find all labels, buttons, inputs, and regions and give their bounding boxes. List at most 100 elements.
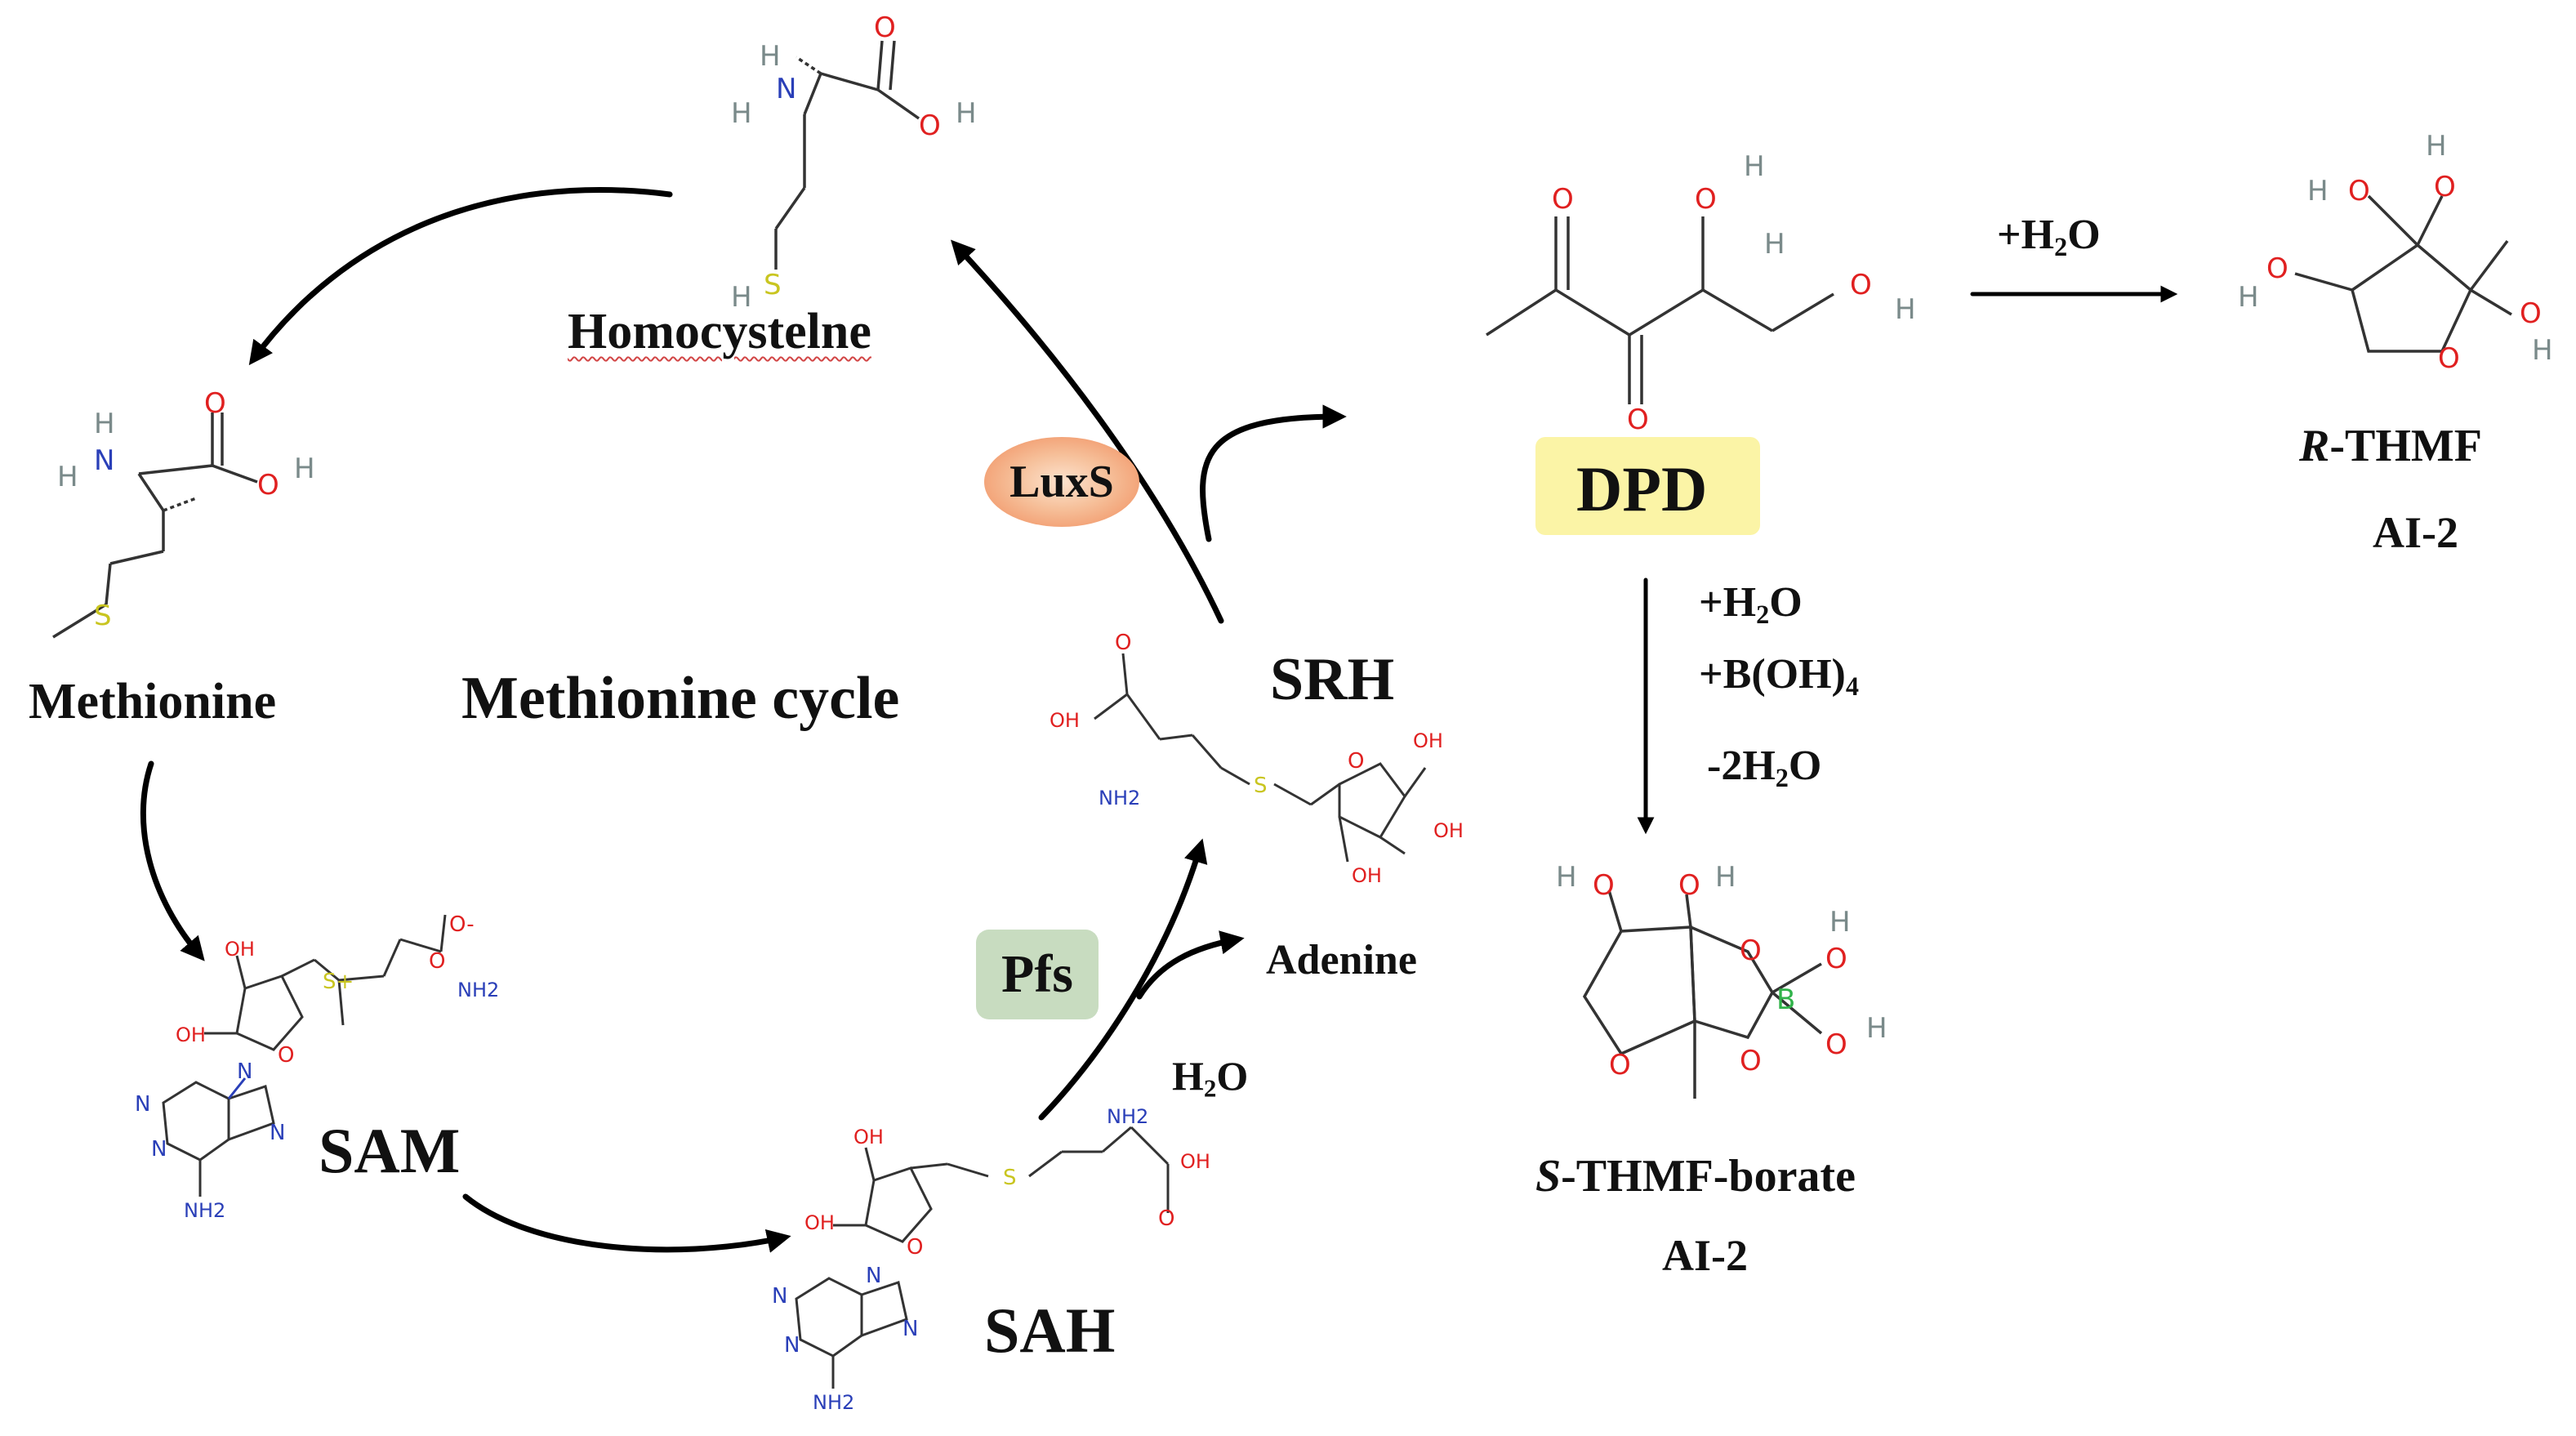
dpd-structure (1486, 216, 1834, 404)
sam-n3: N (135, 1092, 150, 1117)
sam-o-ring: O (278, 1043, 294, 1068)
sah-nh2-base: NH2 (813, 1391, 854, 1414)
r-thmf-o2: O (2434, 171, 2456, 203)
dpd-h3: H (1895, 293, 1916, 326)
sah-structure (795, 1126, 1170, 1389)
srh-label: SRH (1270, 646, 1395, 713)
r-thmf-structure (2294, 194, 2512, 353)
homocysteine-o2: O (919, 109, 941, 142)
arrow-homocysteine-to-methionine (248, 187, 673, 366)
reagent-dpd-to-rthmf: +H2O (1997, 212, 2101, 262)
homocysteine-h3: H (956, 97, 977, 130)
homocysteine-h2: H (731, 97, 752, 130)
luxs-badge (984, 437, 1139, 527)
homocysteine-o1: O (874, 11, 896, 44)
dpd-arrows (1637, 285, 2178, 835)
sam-nh2: NH2 (457, 979, 499, 1001)
reagent-minus-water: -2H2O (1707, 743, 1822, 793)
sah-o-acid: O (1158, 1206, 1174, 1231)
methionine-o1: O (204, 387, 226, 420)
dpd-h1: H (1744, 150, 1765, 183)
srh-s: S (1254, 774, 1268, 798)
sah-o-ring: O (907, 1235, 923, 1260)
sah-oh1: OH (853, 1126, 884, 1148)
adenine-label: Adenine (1266, 937, 1417, 983)
borate-o4: O (1740, 1045, 1762, 1077)
srh-oh1: OH (1413, 729, 1443, 752)
borate-o3: O (1740, 934, 1762, 967)
borate-b: B (1776, 983, 1795, 1016)
sam-n4: N (151, 1137, 167, 1162)
dpd-label: DPD (1576, 453, 1708, 524)
sah-label: SAH (984, 1295, 1116, 1366)
dpd-o4: O (1850, 269, 1872, 301)
dpd-highlight (1535, 437, 1760, 535)
borate-h3: H (1829, 906, 1851, 939)
methionine-label: Methionine (29, 674, 277, 729)
r-thmf-h3: H (2238, 281, 2259, 314)
dpd-o3: O (1695, 183, 1717, 216)
arrow-srh-to-dpd (1200, 404, 1347, 542)
dpd-h2: H (1764, 228, 1785, 261)
arrow-sah-to-srh (1038, 838, 1208, 1121)
r-thmf-label: R-THMF (2299, 421, 2482, 471)
sah-oh-acid: OH (1180, 1150, 1210, 1173)
borate-o2: O (1678, 869, 1700, 902)
borate-h4: H (1866, 1012, 1887, 1045)
arrow-sam-to-sah (462, 1193, 791, 1253)
srh-o-ring: O (1348, 749, 1364, 774)
sam-oh2: OH (176, 1023, 206, 1046)
pfs-badge (976, 930, 1099, 1019)
homocysteine-structure (774, 40, 920, 270)
reagent-plus-borate: +B(OH)4 (1699, 651, 1859, 702)
sah-nh2: NH2 (1107, 1105, 1148, 1128)
srh-oh-acid: OH (1050, 709, 1080, 732)
borate-o7: O (1825, 1028, 1847, 1061)
srh-oh2: OH (1433, 819, 1464, 842)
sam-o1: O (429, 949, 445, 974)
cycle-arrows (140, 187, 1347, 1253)
methionine-structure (52, 413, 258, 639)
arrow-srh-to-homocysteine (950, 239, 1224, 624)
sah-s: S (1003, 1166, 1017, 1190)
borate-h1: H (1556, 861, 1577, 894)
homocysteine-s: S (764, 269, 782, 301)
r-thmf-h2: H (2426, 130, 2447, 163)
s-thmf-borate-label: S-THMF-borate (1535, 1151, 1856, 1202)
methionine-h1: H (94, 408, 115, 440)
methionine-h3: H (294, 453, 315, 485)
srh-nh2: NH2 (1099, 787, 1140, 809)
homocysteine-label: Homocystelne (568, 304, 871, 359)
srh-o1: O (1115, 631, 1131, 655)
borate-o6: O (1825, 943, 1847, 975)
dpd-o2: O (1627, 404, 1649, 436)
r-thmf-h4: H (2532, 334, 2553, 367)
sam-n2: N (270, 1121, 285, 1145)
sam-oh1: OH (225, 938, 255, 961)
sam-structure (162, 914, 447, 1197)
methionine-s: S (94, 600, 112, 632)
homocysteine-h4: H (731, 281, 752, 314)
sam-label: SAM (319, 1115, 461, 1186)
reagent-plus-water: +H2O (1699, 579, 1803, 630)
srh-oh3: OH (1352, 864, 1382, 887)
cycle-title: Methionine cycle (461, 665, 900, 732)
borate-o5: O (1609, 1049, 1631, 1081)
sah-n4: N (784, 1333, 800, 1358)
methionine-n: N (94, 444, 114, 477)
dpd-o1: O (1552, 183, 1574, 216)
arrow-methionine-to-sam (140, 760, 205, 961)
methionine-h2: H (57, 461, 78, 493)
r-thmf-o1: O (2348, 175, 2370, 207)
pfs-label: Pfs (1001, 943, 1073, 1004)
s-thmf-borate-class: AI-2 (1662, 1231, 1748, 1280)
r-thmf-h1: H (2307, 175, 2329, 207)
reagent-h2o-hydrolysis: H2O (1172, 1053, 1249, 1103)
arrow-adenine-branch (1136, 930, 1245, 1000)
sah-n3: N (772, 1284, 787, 1309)
homocysteine-n: N (776, 73, 796, 105)
sam-nh2-base: NH2 (184, 1199, 225, 1222)
s-thmf-borate-structure (1582, 890, 1823, 1099)
sam-n1: N (237, 1059, 252, 1084)
